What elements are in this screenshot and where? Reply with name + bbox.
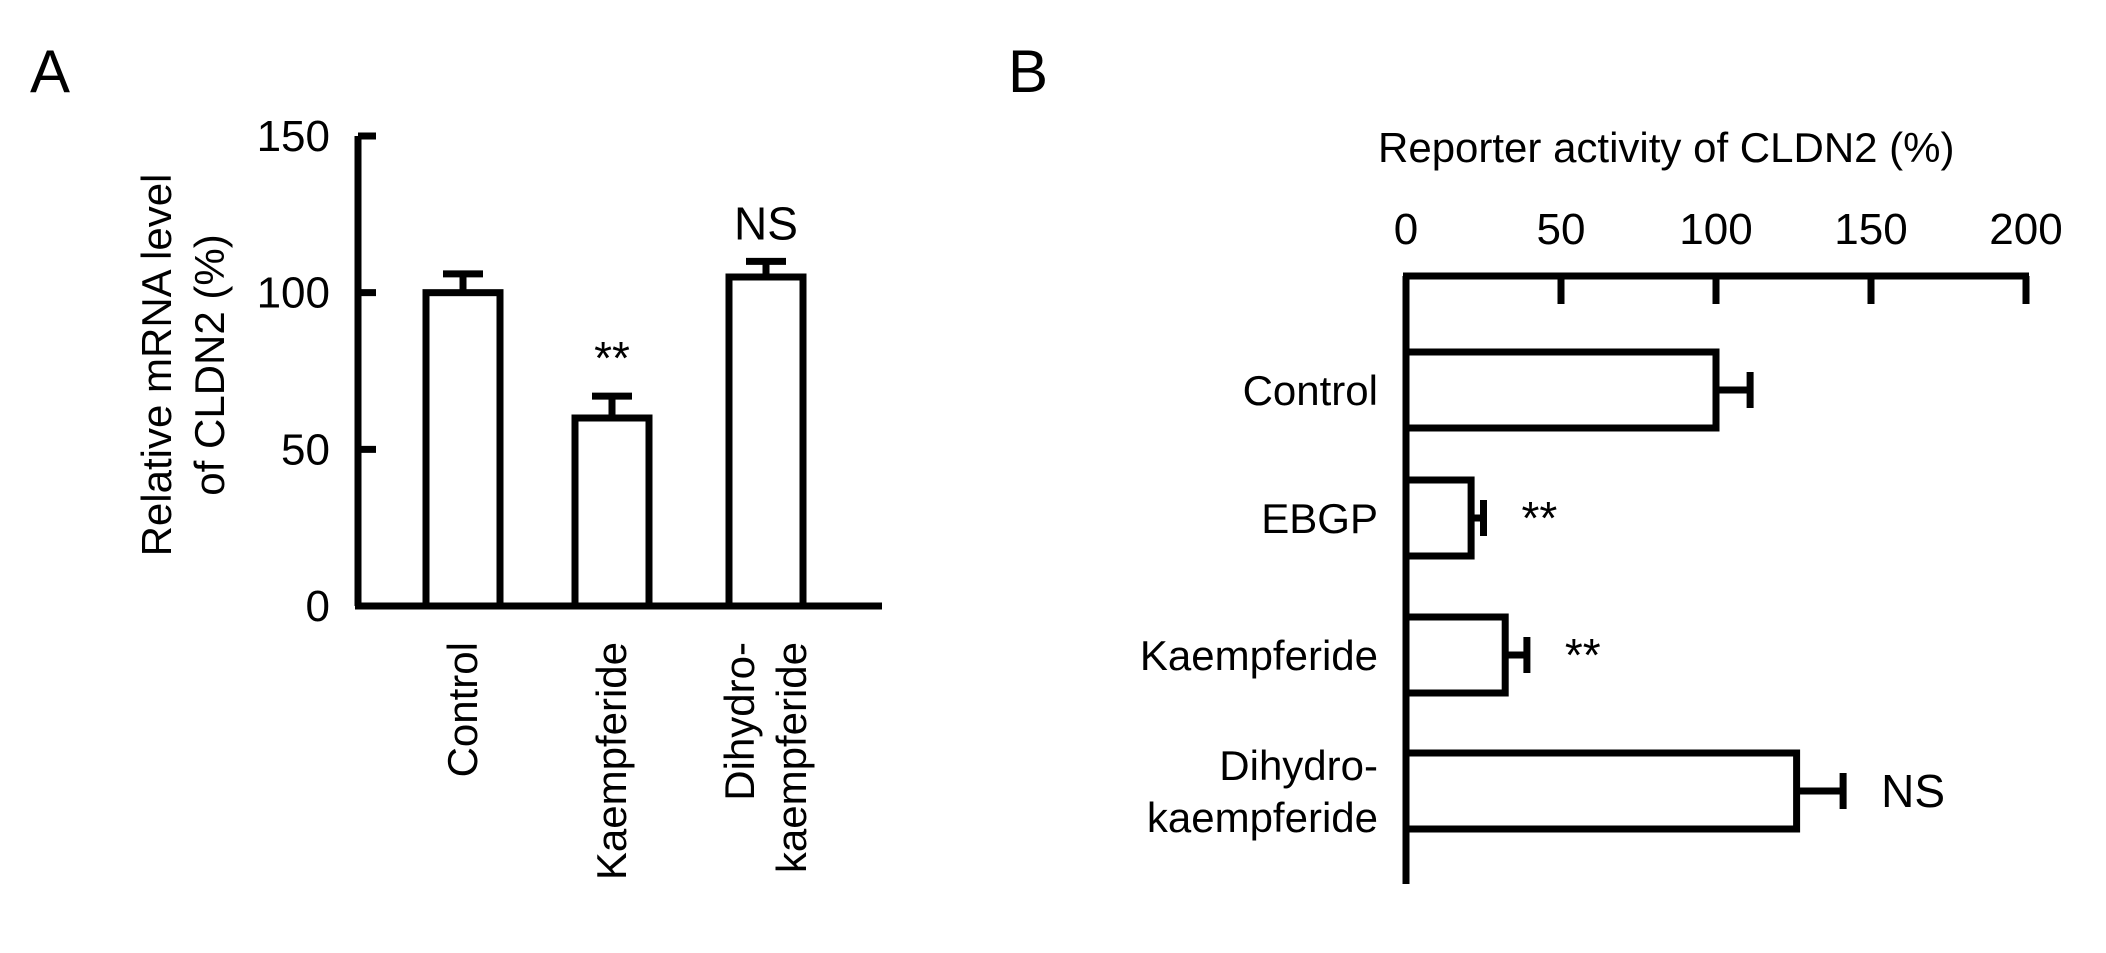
panel-b-x-tick-label: 150 [1834, 205, 1907, 254]
panel-a-y-ticks: 0 50 100 150 [257, 112, 376, 631]
panel-b: B Reporter activity of CLDN2 (%) 0 50 100 1… [1008, 38, 2063, 884]
panel-b-bar [1402, 749, 1801, 833]
panel-b-category-label: Dihydro- [1219, 742, 1378, 789]
panel-a: A Relative mRNA level of CLDN2 (%) 0 50 10… [30, 38, 882, 880]
panel-a-category-label-line: Kaempferide [588, 642, 635, 880]
panel-a-y-tick-label: 100 [257, 269, 330, 318]
panel-a-bars: ** NS [422, 197, 807, 610]
panel-b-category-label: EBGP [1261, 495, 1378, 542]
panel-a-category-label: Control [439, 642, 486, 777]
panel-b-x-tick-label: 100 [1679, 205, 1752, 254]
panel-a-y-axis-title: Relative mRNA level of CLDN2 (%) [133, 174, 233, 557]
panel-a-bar [725, 273, 807, 610]
panel-a-label: A [30, 38, 70, 105]
panel-a-category-label-line: kaempferide [768, 642, 815, 873]
panel-a-y-tick-label: 150 [257, 112, 330, 161]
panel-b-bar [1402, 476, 1475, 560]
panel-a-y-axis-title-line-2: of CLDN2 (%) [186, 234, 233, 495]
panel-b-x-ticks: 0 50 100 150 200 [1394, 205, 2063, 304]
panel-a-bar [422, 289, 504, 610]
panel-a-y-tick-label: 0 [306, 582, 330, 631]
panel-b-significance-label: ** [1522, 492, 1558, 544]
panel-a-category-label: Kaempferide [588, 642, 635, 880]
panel-b-label: B [1008, 38, 1048, 105]
panel-a-category-label-line: Control [439, 642, 486, 777]
panel-b-x-axis-title: Reporter activity of CLDN2 (%) [1378, 124, 1955, 171]
panel-a-bar [571, 414, 653, 610]
panel-b-significance-label: ** [1565, 629, 1601, 681]
panel-a-significance-label: NS [734, 197, 798, 249]
panel-b-category-label: Kaempferide [1140, 632, 1378, 679]
panel-b-bars: ** ** NS [1402, 348, 1945, 833]
panel-a-category-label-line: Dihydro- [716, 642, 763, 801]
panel-b-bar [1402, 348, 1720, 432]
panel-b-x-tick-label: 200 [1989, 205, 2062, 254]
panel-b-bar [1402, 613, 1509, 697]
panel-a-category-label: Dihydro-kaempferide [716, 642, 815, 873]
panel-b-category-label: Control [1243, 367, 1378, 414]
panel-a-y-axis-title-line-1: Relative mRNA level [133, 174, 180, 557]
panel-b-significance-label: NS [1881, 765, 1945, 817]
panel-a-significance-label: ** [594, 332, 630, 384]
panel-b-x-tick-label: 50 [1537, 205, 1586, 254]
panel-a-category-labels: Control Kaempferide Dihydro-kaempferide [439, 642, 815, 880]
panel-b-category-label: kaempferide [1147, 794, 1378, 841]
panel-b-x-tick-label: 0 [1394, 205, 1418, 254]
panel-a-y-tick-label: 50 [281, 425, 330, 474]
